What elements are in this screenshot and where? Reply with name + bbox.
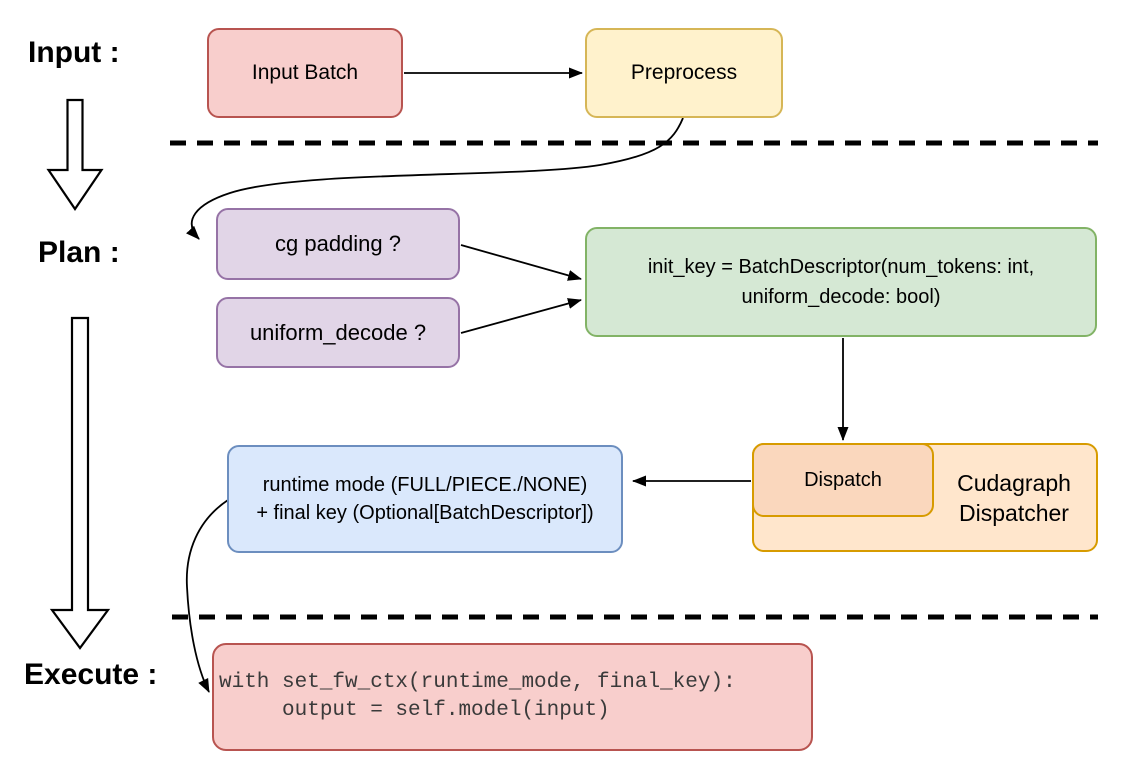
node-init-key-line2: uniform_decode: bool) xyxy=(741,286,941,308)
node-cg-padding: cg padding ? xyxy=(216,208,460,280)
connector-cgpadding-initkey xyxy=(460,244,582,281)
execute-code-line2: output = self.model(input) xyxy=(219,699,610,722)
node-runtime-mode-line1: runtime mode (FULL/PIECE./NONE) xyxy=(262,474,588,496)
node-input-batch: Input Batch xyxy=(207,28,403,118)
node-uniform-decode-label: uniform_decode ? xyxy=(249,319,427,345)
connector-uniformdecode-initkey xyxy=(460,298,582,334)
node-execute-code: with set_fw_ctx(runtime_mode, final_key)… xyxy=(212,643,813,751)
node-cg-padding-label: cg padding ? xyxy=(275,231,401,257)
node-preprocess-label: Preprocess xyxy=(630,60,738,84)
cudagraph-line2: Dispatcher xyxy=(959,499,1069,526)
input-to-plan-arrow xyxy=(46,98,104,211)
node-runtime-mode: runtime mode (FULL/PIECE./NONE) + final … xyxy=(227,445,623,553)
node-init-key-line1: init_key = BatchDescriptor(num_tokens: i… xyxy=(647,256,1035,278)
plan-phase-label: Plan : xyxy=(38,236,120,269)
node-cudagraph-dispatcher-label: Cudagraph Dispatcher xyxy=(930,443,1098,552)
node-uniform-decode: uniform_decode ? xyxy=(216,297,460,368)
input-phase-label: Input : xyxy=(28,36,120,69)
execute-code-line1: with set_fw_ctx(runtime_mode, final_key)… xyxy=(219,671,736,694)
plan-to-execute-arrow xyxy=(49,316,111,650)
node-runtime-mode-line2: + final key (Optional[BatchDescriptor]) xyxy=(256,502,594,524)
cudagraph-line1: Cudagraph xyxy=(957,469,1071,496)
node-preprocess: Preprocess xyxy=(585,28,783,118)
node-dispatch-label: Dispatch xyxy=(804,468,882,491)
node-init-key: init_key = BatchDescriptor(num_tokens: i… xyxy=(585,227,1097,337)
node-input-batch-label: Input Batch xyxy=(251,60,359,84)
node-dispatch: Dispatch xyxy=(752,443,934,517)
execute-phase-label: Execute : xyxy=(24,658,158,691)
